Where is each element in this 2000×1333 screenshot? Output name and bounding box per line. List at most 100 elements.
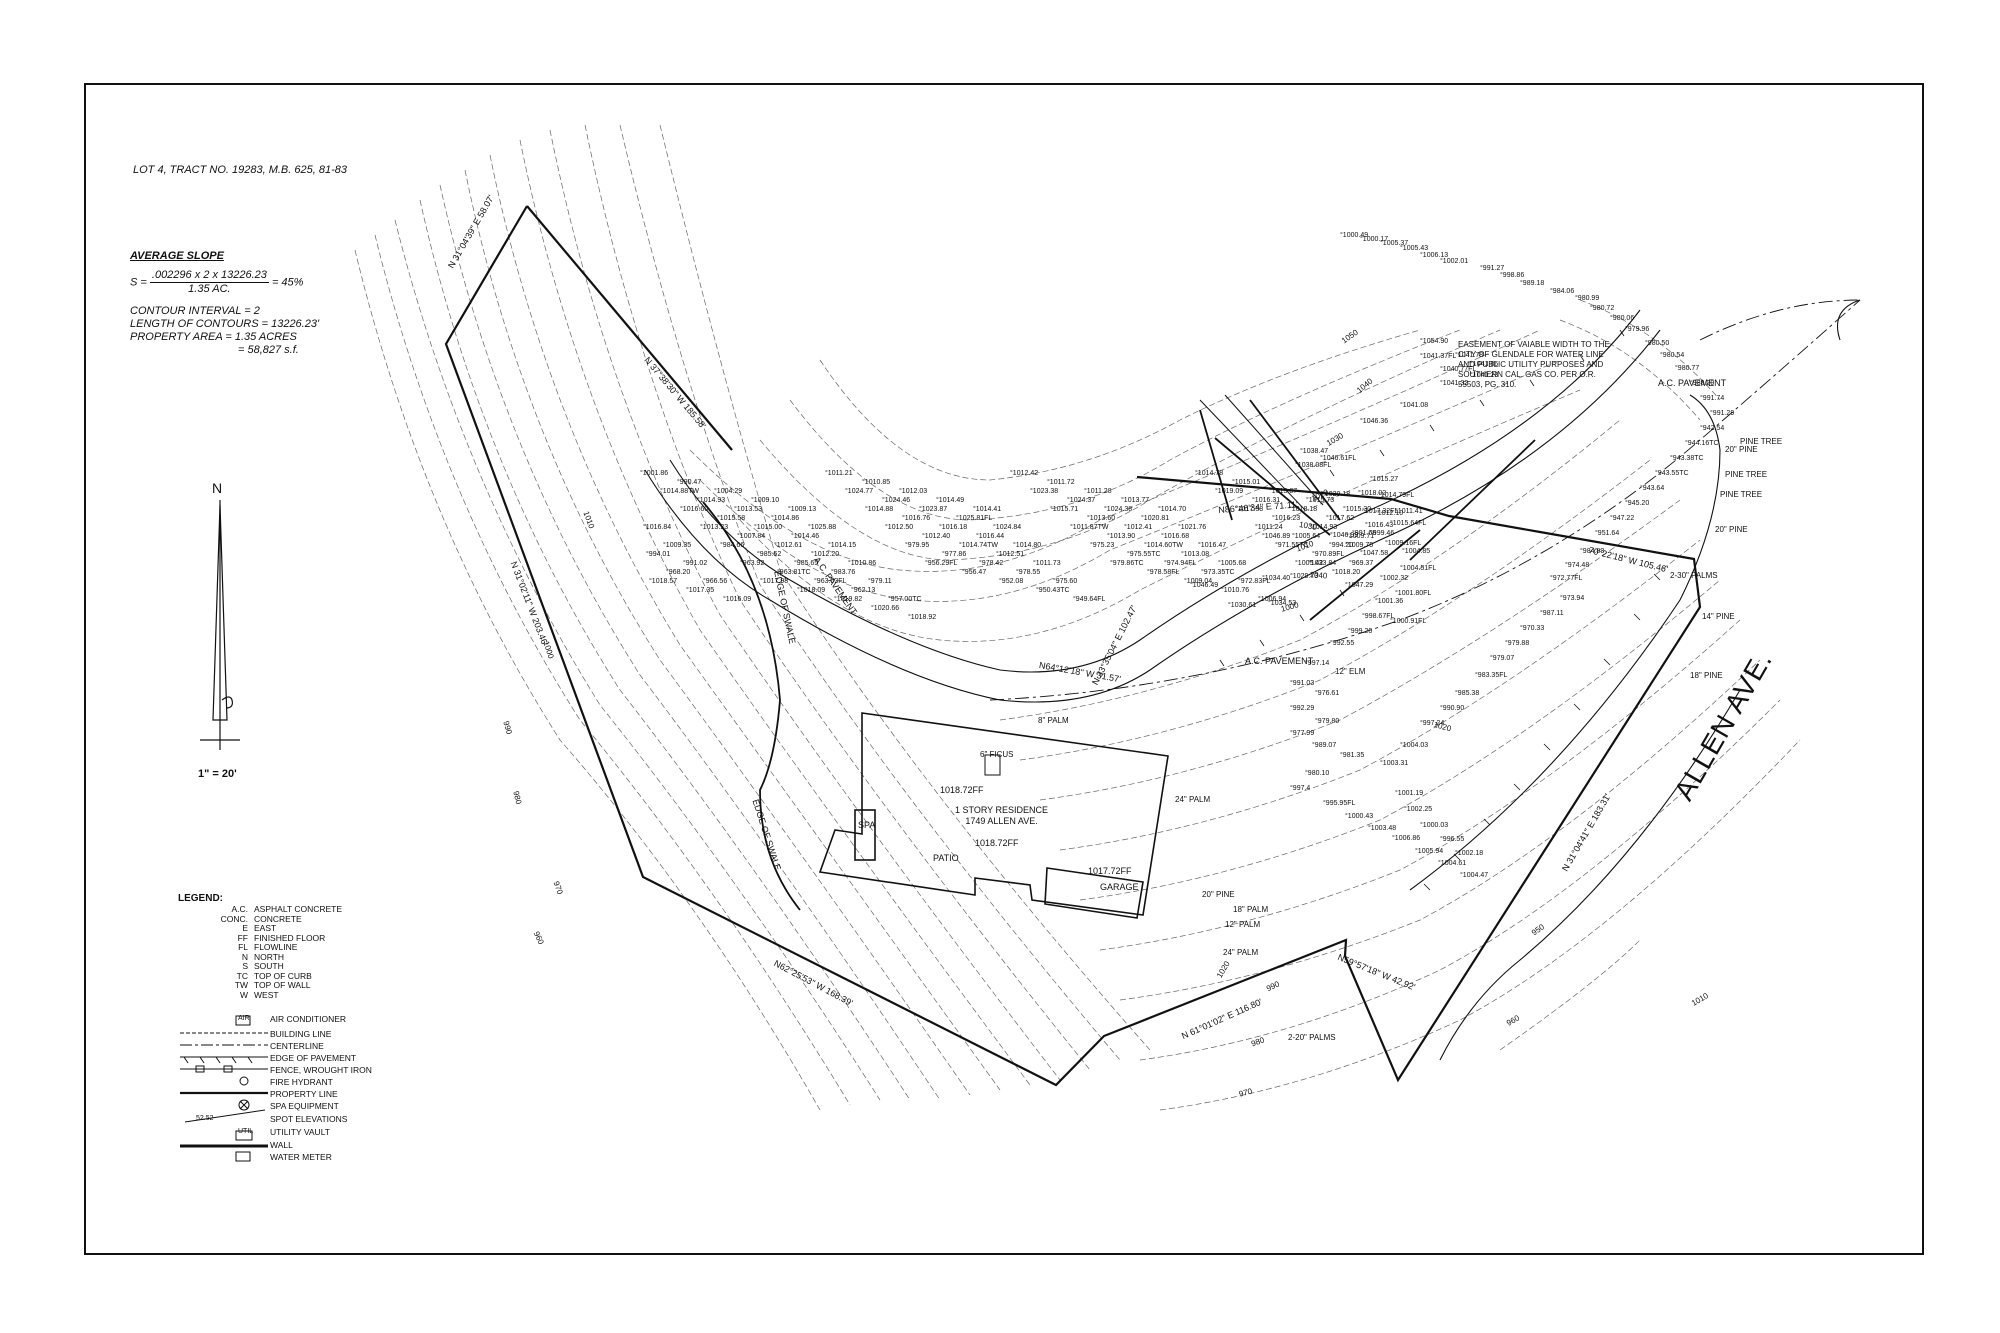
spot-elevation: °1012.20 (811, 551, 840, 558)
spot-elevation: °1003.48 (1368, 825, 1397, 832)
tree-label: PINE TREE (1725, 470, 1768, 479)
scale-label: 1" = 20' (198, 768, 237, 780)
spot-elevation: °943.55TC (1655, 470, 1689, 477)
legend-symbol-code: AIR (238, 1015, 250, 1022)
spot-elevation: °978.58FL (1147, 569, 1180, 576)
easement-line: CITY OF GLENDALE FOR WATER LINE (1458, 350, 1604, 359)
spot-elevation: °979.86TC (1110, 560, 1144, 567)
spot-elevation: °1023.38 (1030, 488, 1059, 495)
legend-symbol-label: WALL (270, 1140, 293, 1150)
legend-symbol-label: SPOT ELEVATIONS (270, 1114, 348, 1124)
spot-elevation: °1005.68 (1218, 560, 1247, 567)
spot-elevation: °1012.61 (774, 542, 803, 549)
spot-elevation: °984.66 (720, 542, 745, 549)
spot-elevation: °1017.32FL (1362, 508, 1399, 515)
spot-elevation: °1014.79FL (1378, 492, 1415, 499)
residence-label-line: 1 STORY RESIDENCE (955, 805, 1049, 815)
spot-elevation: °1014.93 (1309, 524, 1338, 531)
tree-label: 14" PINE (1702, 612, 1735, 621)
legend-abbr: W (239, 989, 248, 1000)
spot-elevation: °975.23 (1090, 542, 1115, 549)
spot-elevation: °1012.40 (922, 533, 951, 540)
legend-symbol-label: AIR CONDITIONER (270, 1014, 347, 1024)
spot-elevation: °1005.64 (1292, 533, 1321, 540)
easement-line: 55503, PG. 310. (1458, 380, 1517, 389)
spot-elevation: °1014.78 (1195, 470, 1224, 477)
legend-symbols (180, 1015, 268, 1162)
tree-label: PINE TREE (1740, 437, 1783, 446)
spot-elevation: °1001.86 (640, 470, 669, 477)
easement-line: SOUTHERN CAL. GAS CO. PER O.R. (1458, 370, 1596, 379)
spot-elevation: °980.77 (1675, 365, 1700, 372)
spot-elevation: °983.76 (831, 569, 856, 576)
spot-elevation: °1000.17 (1360, 236, 1389, 243)
spot-elevation: °1015.27 (1370, 476, 1399, 483)
spot-elevation: °1014.49 (936, 497, 965, 504)
fence-wrought-iron (1199, 394, 1324, 511)
spot-elevation: °1016.44 (976, 533, 1005, 540)
spot-elevation: °1011.21 (825, 470, 853, 477)
spot-elevation: °992.29 (1290, 705, 1315, 712)
spot-elevation: °1006.94 (1258, 596, 1287, 603)
spot-elevation: °989.18 (1520, 280, 1545, 287)
spot-elevation: °1014.70 (1158, 506, 1187, 513)
legend-abbr-meaning: NORTH (254, 951, 285, 962)
spot-elevation: °990.90 (1440, 705, 1465, 712)
spot-elevation: °1004.47 (1460, 872, 1489, 879)
spot-elevation: °991.03 (1290, 680, 1315, 687)
pavement-ticks (1219, 329, 1661, 891)
spot-elevation: °1054.90 (1420, 338, 1449, 345)
residence-label: 1 STORY RESIDENCE 1749 ALLEN AVE. (955, 805, 1048, 827)
spot-elevation: °1019.09 (1215, 488, 1244, 495)
spot-elevation: °1024.77 (845, 488, 874, 495)
spot-elevation: °996.55 (1440, 836, 1465, 843)
spot-elevation: °963.92 (740, 560, 765, 567)
spot-elevation: °1002.32 (1380, 575, 1409, 582)
spot-elevation: °1046.36 (1360, 418, 1389, 425)
tree-label: 24" PALM (1175, 795, 1211, 804)
contour-interval: CONTOUR INTERVAL = 2 (130, 304, 260, 317)
legend-symbol-label: FENCE, WROUGHT IRON (270, 1065, 372, 1075)
legend-symbol-label: UTILITY VAULT (270, 1127, 330, 1137)
spot-elevation: °979.88 (1505, 640, 1530, 647)
contour-lines (354, 124, 1801, 1111)
easement-line: EASEMENT OF VAIABLE WIDTH TO THE (1458, 340, 1610, 349)
spot-elevation: °1001.80FL (1395, 590, 1432, 597)
spot-elevation: °1000.49 (1340, 232, 1369, 239)
spot-elevation: °1012.42 (1010, 470, 1039, 477)
spot-elevation: °994.01 (646, 551, 671, 558)
spot-elevation: °1000.03 (1420, 822, 1449, 829)
spot-elevation: °1009.75 (1345, 542, 1374, 549)
north-arrow (200, 500, 240, 750)
spot-elevation: °999.46 (1370, 530, 1395, 537)
legend-abbr: FL (238, 942, 248, 952)
spot-elevation: °1013.87 (1269, 488, 1298, 495)
spot-elevation: °968.20 (666, 569, 691, 576)
spot-elevation: °949.64FL (1073, 596, 1106, 603)
spot-elevation: °1017.58 (1235, 506, 1264, 513)
spa-label: SPA (858, 820, 876, 830)
spot-elevation: °1010.86 (848, 560, 877, 567)
spot-elevation: °1009.71 (1346, 533, 1375, 540)
spot-elevation: °1041.37FL (1420, 353, 1457, 360)
legend-abbr-meaning: FLOWLINE (254, 942, 298, 952)
spot-elevation: °978.42 (979, 560, 1004, 567)
legend-abbr-meaning: EAST (254, 923, 277, 933)
spot-elevation: °1013.53 (734, 506, 763, 513)
sheet-border (84, 83, 1924, 1255)
spot-elevation: °1013.08 (1181, 551, 1210, 558)
spot-elevation: °1040.23 (1470, 372, 1499, 379)
spot-elevation: °1002.18 (1455, 850, 1484, 857)
spot-elevation: °979.96 (1625, 326, 1650, 333)
tree-label: 20" PINE (1202, 890, 1235, 899)
spot-elevation: °970.33 (1520, 625, 1545, 632)
spot-elevation: °975.55TC (1127, 551, 1161, 558)
residence-label-line: 1749 ALLEN AVE. (965, 815, 1038, 826)
slope-formula: S = .002296 x 2 x 13226.23 1.35 AC. = 45… (130, 269, 319, 296)
legend-symbol-label: EDGE OF PAVEMENT (270, 1053, 357, 1063)
spot-elevation: °1014.41 (973, 506, 1002, 513)
spot-elevation: °943.38TC (1670, 455, 1704, 462)
spot-elevation: °1047.29 (1345, 582, 1374, 589)
spot-elevation: °987.11 (1540, 610, 1564, 617)
